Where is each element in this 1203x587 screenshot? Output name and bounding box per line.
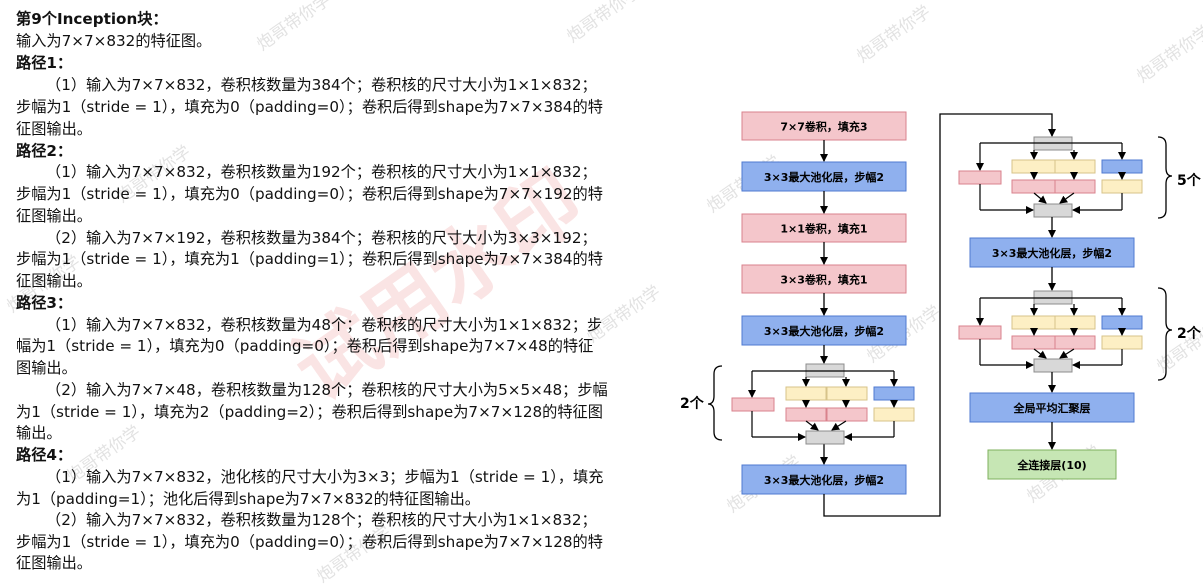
inception-block bbox=[731, 363, 915, 445]
conv7x7-label: 7×7卷积，填充3 bbox=[780, 120, 867, 134]
googlenet-diagram: 7×7卷积，填充3 3×3最大池化层，步幅2 1×1卷积，填充1 3×3卷积，填… bbox=[680, 111, 1202, 517]
branch-pool bbox=[1101, 315, 1143, 330]
branch-yellow bbox=[785, 386, 827, 401]
path3-heading: 路径3： bbox=[16, 294, 73, 312]
branch-pool bbox=[873, 386, 915, 401]
merge-box bbox=[1033, 203, 1073, 218]
maxpool-label: 3×3最大池化层，步幅2 bbox=[764, 473, 884, 487]
merge-box bbox=[805, 430, 845, 445]
fc-label: 全连接层(10) bbox=[1016, 458, 1086, 472]
text-line: （2）输入为7×7×192，卷积核数量为384个；卷积核的尺寸大小为3×3×19… bbox=[46, 229, 597, 247]
maxpool-label: 3×3最大池化层，步幅2 bbox=[764, 324, 884, 338]
inception-block bbox=[958, 136, 1143, 218]
branch-conv1x1 bbox=[958, 325, 1002, 340]
input-description: 输入为7×7×832的特征图。 bbox=[16, 32, 212, 50]
text-line: 步幅为1（stride = 1），填充为1（padding=1）；卷积后得到sh… bbox=[16, 250, 603, 268]
branch-pink bbox=[1054, 179, 1096, 194]
connector bbox=[805, 420, 819, 431]
connector bbox=[1033, 348, 1047, 359]
text-line: 输出。 bbox=[16, 424, 62, 442]
text-line: 为1（stride = 1），填充为2（padding=2）；卷积后得到shap… bbox=[16, 403, 603, 421]
global-avgpool-label: 全局平均汇聚层 bbox=[1013, 401, 1091, 415]
maxpool-label: 3×3最大池化层，步幅2 bbox=[992, 246, 1112, 260]
branch-yellow bbox=[1011, 315, 1057, 330]
conv7x7-box bbox=[741, 111, 907, 141]
branch-conv1x1 bbox=[958, 170, 1002, 185]
connector bbox=[1059, 192, 1075, 204]
branch-pink bbox=[826, 407, 868, 422]
inception-block bbox=[958, 290, 1143, 373]
text-line: 幅为1（stride = 1），填充为0（padding=0）；卷积后得到sha… bbox=[16, 337, 594, 355]
maxpool-box bbox=[969, 237, 1135, 268]
text-line: （1）输入为7×7×832，池化核的尺寸大小为3×3；步幅为1（stride =… bbox=[46, 468, 604, 486]
text-line: 步幅为1（stride = 1），填充为0（padding=0）；卷积后得到sh… bbox=[16, 533, 603, 551]
maxpool-label: 3×3最大池化层，步幅2 bbox=[764, 170, 884, 184]
text-line: （2）输入为7×7×48，卷积核数量为128个；卷积核的尺寸大小为5×5×48；… bbox=[46, 381, 608, 399]
branch-yellow bbox=[1054, 159, 1096, 174]
repeat-label: 2个 bbox=[680, 395, 705, 412]
text-line: 征图输出。 bbox=[16, 207, 92, 225]
text-line: 征图输出。 bbox=[16, 272, 92, 290]
maxpool-box bbox=[741, 464, 907, 495]
text-line: （1）输入为7×7×832，卷积核数量为384个；卷积核的尺寸大小为1×1×83… bbox=[46, 76, 597, 94]
repeat-brace bbox=[707, 365, 723, 441]
text-line: 步幅为1（stride = 1），填充为0（padding=0）；卷积后得到sh… bbox=[16, 98, 603, 116]
connector bbox=[1059, 348, 1075, 359]
merge-box bbox=[1033, 358, 1073, 373]
branch-pink bbox=[785, 407, 827, 422]
path1-heading: 路径1： bbox=[16, 54, 73, 72]
text-line: 图输出。 bbox=[16, 359, 77, 377]
repeat-brace bbox=[1157, 287, 1173, 381]
text-line: 步幅为1（stride = 1），填充为0（padding=0）；卷积后得到sh… bbox=[16, 185, 603, 203]
repeat-label: 2个 bbox=[1177, 325, 1202, 342]
branch-conv1x1 bbox=[731, 397, 775, 412]
text-line: 征图输出。 bbox=[16, 554, 92, 572]
branch-pool bbox=[1101, 159, 1143, 174]
inception-description: 第9个Inception块： 输入为7×7×832的特征图。 路径1： （1）输… bbox=[16, 10, 608, 572]
branch-yellow bbox=[1011, 159, 1057, 174]
text-line: （2）输入为7×7×832，卷积核数量为128个；卷积核的尺寸大小为1×1×83… bbox=[46, 511, 597, 529]
connector bbox=[1033, 192, 1047, 204]
repeat-label: 5个 bbox=[1177, 172, 1202, 189]
branch-yellow bbox=[1101, 335, 1143, 350]
text-line: 为1（padding=1）；池化后得到shape为7×7×832的特征图输出。 bbox=[16, 490, 480, 508]
branch-yellow bbox=[1101, 179, 1143, 194]
text-line: （1）输入为7×7×832，卷积核数量为48个；卷积核的尺寸大小为1×1×832… bbox=[46, 316, 603, 334]
text-line: （1）输入为7×7×832，卷积核数量为192个；卷积核的尺寸大小为1×1×83… bbox=[46, 163, 597, 181]
connector-line bbox=[823, 113, 1056, 517]
fc-box bbox=[987, 449, 1117, 480]
maxpool-box bbox=[741, 161, 907, 192]
branch-yellow bbox=[873, 407, 915, 422]
branch-pink bbox=[1011, 335, 1057, 350]
repeat-brace bbox=[1157, 136, 1173, 219]
conv3x3-box bbox=[741, 264, 907, 294]
connector bbox=[831, 420, 847, 431]
conv1x1-label: 1×1卷积，填充1 bbox=[780, 222, 867, 236]
block-title: 第9个Inception块： bbox=[16, 10, 168, 28]
conv3x3-label: 3×3卷积，填充1 bbox=[780, 273, 867, 287]
branch-pink bbox=[1011, 179, 1057, 194]
branch-yellow bbox=[1054, 315, 1096, 330]
text-line: 征图输出。 bbox=[16, 120, 92, 138]
branch-pink bbox=[1054, 335, 1096, 350]
path2-heading: 路径2： bbox=[16, 142, 73, 160]
path4-heading: 路径4： bbox=[16, 446, 73, 464]
branch-yellow bbox=[826, 386, 868, 401]
